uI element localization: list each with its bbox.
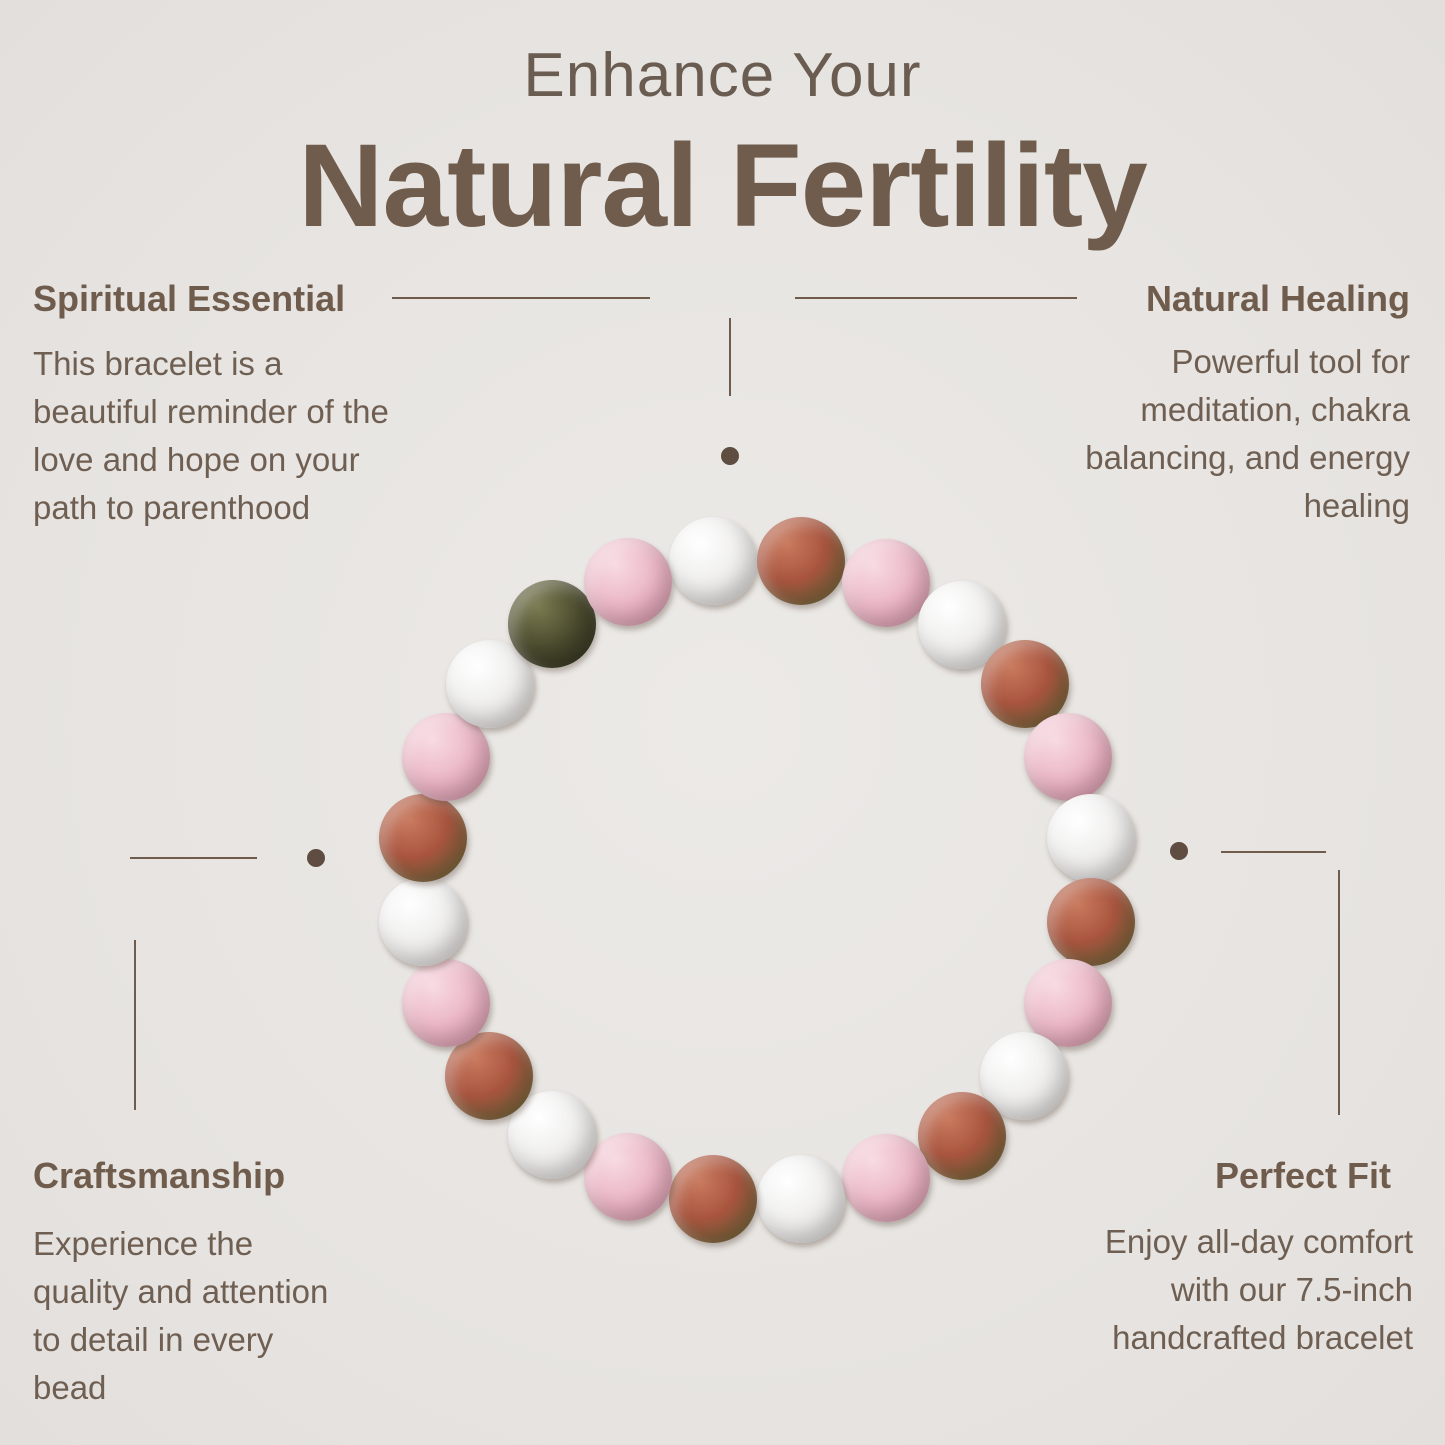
connector-line [795,297,1077,299]
bead-white [1047,794,1136,883]
feature-text-craftsmanship: Experience the quality and attention to … [33,1220,328,1412]
bead-pink [1024,959,1113,1048]
bead-pink [841,1133,930,1222]
bead-pink [401,958,490,1047]
connector-line [729,318,731,396]
bead-white [669,516,758,605]
text-line: meditation, chakra [1140,391,1410,428]
feature-text-perfect-fit: Enjoy all-day comfort with our 7.5-inch … [1105,1218,1413,1362]
text-line: Enjoy all-day comfort [1104,1223,1413,1260]
bead-unakite [378,793,467,882]
bead-pink [401,712,490,801]
bead-pink [1024,713,1113,802]
text-line: This bracelet is a [33,345,283,382]
connector-line [1338,870,1340,1115]
feature-text-healing: Powerful tool for meditation, chakra bal… [1085,338,1410,530]
text-line: handcrafted bracelet [1112,1319,1413,1356]
bead-white [756,1155,845,1244]
connector-line [130,857,257,859]
bead-pink [583,1133,672,1222]
bead-white [378,877,467,966]
bead-pink [584,538,673,627]
bead-unakite [668,1155,757,1244]
bead-pink [842,538,931,627]
text-line: path to parenthood [33,489,311,526]
connector-dot [721,447,739,465]
text-line: Powerful tool for [1171,343,1410,380]
feature-heading-perfect-fit: Perfect Fit [1214,1155,1391,1196]
bead-unakite [980,640,1069,729]
feature-heading-spiritual: Spiritual Essential [33,278,346,319]
feature-heading-craftsmanship: Craftsmanship [33,1155,286,1196]
bead-unakite [757,516,846,605]
connector-dot [307,849,325,867]
bead-dark [508,580,597,669]
text-line: love and hope on your [33,441,360,478]
text-line: Experience the [33,1225,254,1262]
bead-white [980,1032,1069,1121]
text-line: with our 7.5-inch [1170,1271,1413,1308]
connector-line [1221,851,1326,853]
bead-white [507,1091,596,1180]
text-line: healing [1303,487,1410,524]
page-title: Natural Fertility [298,120,1148,252]
bead-unakite [917,1091,1006,1180]
bead-white [445,639,534,728]
feature-text-spiritual: This bracelet is a beautiful reminder of… [33,340,389,532]
feature-heading-healing: Natural Healing [1145,278,1410,319]
text-line: quality and attention [33,1273,329,1310]
text-line: beautiful reminder of the [33,393,389,430]
connector-dot [1170,842,1188,860]
text-line: bead [33,1369,107,1406]
bead-unakite [445,1031,534,1120]
bead-unakite [1047,878,1136,967]
connector-line [134,940,136,1110]
subtitle: Enhance Your [523,41,922,110]
text-line: balancing, and energy [1085,439,1410,476]
connector-line [392,297,650,299]
text-line: to detail in every [33,1321,274,1358]
